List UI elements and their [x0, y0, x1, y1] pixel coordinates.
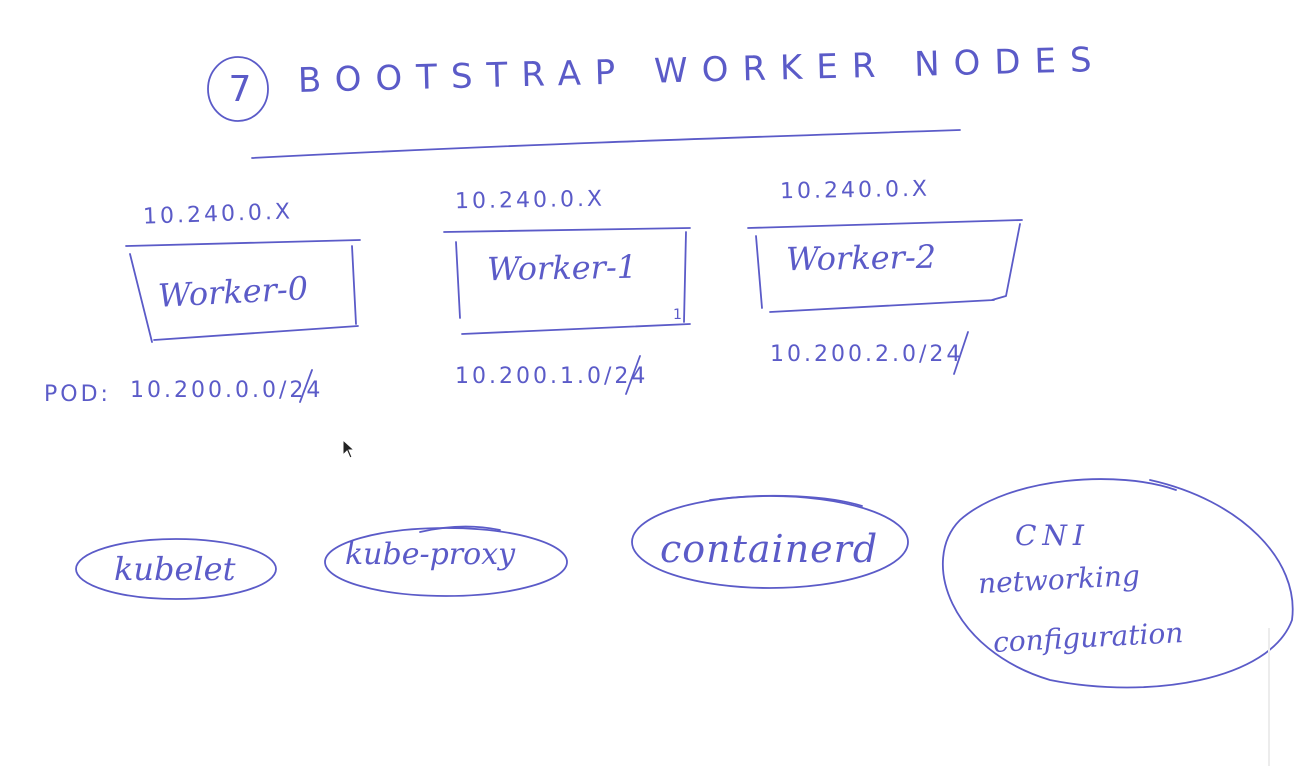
pod-1-slash — [625, 355, 641, 395]
containerd-oval-tail — [709, 494, 863, 507]
worker-2-ip: 10.240.0.X — [779, 176, 931, 205]
kubelet-oval — [75, 538, 277, 600]
worker-0-label: Worker-0 — [157, 269, 309, 315]
title-underline — [251, 129, 961, 159]
kube-proxy-oval-tail — [419, 525, 501, 533]
mouse-cursor-icon — [342, 439, 356, 459]
worker-1-mark: 1 — [673, 307, 682, 323]
step-number-circle — [207, 56, 269, 122]
worker-1-pod-cidr: 10.200.1.0/24 — [455, 364, 649, 389]
step-number: 7 — [228, 69, 252, 110]
worker-0-pod-cidr: 10.200.0.0/24 — [130, 378, 324, 403]
containerd-label: containerd — [660, 527, 879, 571]
worker-1-ip: 10.240.0.X — [454, 186, 606, 215]
pod-0-slash — [299, 369, 313, 403]
worker-2-label: Worker-2 — [785, 237, 937, 279]
worker-0-box — [125, 239, 361, 343]
cni-oval — [942, 478, 1294, 689]
kube-proxy-label: kube-proxy — [345, 537, 516, 572]
worker-2-pod-cidr: 10.200.2.0/24 — [770, 342, 964, 367]
pod-2-slash — [953, 331, 969, 375]
worker-1-box — [443, 227, 691, 335]
worker-2-box — [747, 219, 1023, 313]
cni-label-line-2: networking — [977, 558, 1141, 601]
cni-label-line-1: CNI — [1015, 519, 1090, 552]
pod-prefix: POD: — [44, 382, 111, 407]
worker-0-ip: 10.240.0.X — [142, 199, 294, 230]
kubelet-label: kubelet — [114, 550, 236, 588]
right-edge-divider — [1268, 628, 1270, 766]
worker-1-label: Worker-1 — [486, 247, 638, 289]
